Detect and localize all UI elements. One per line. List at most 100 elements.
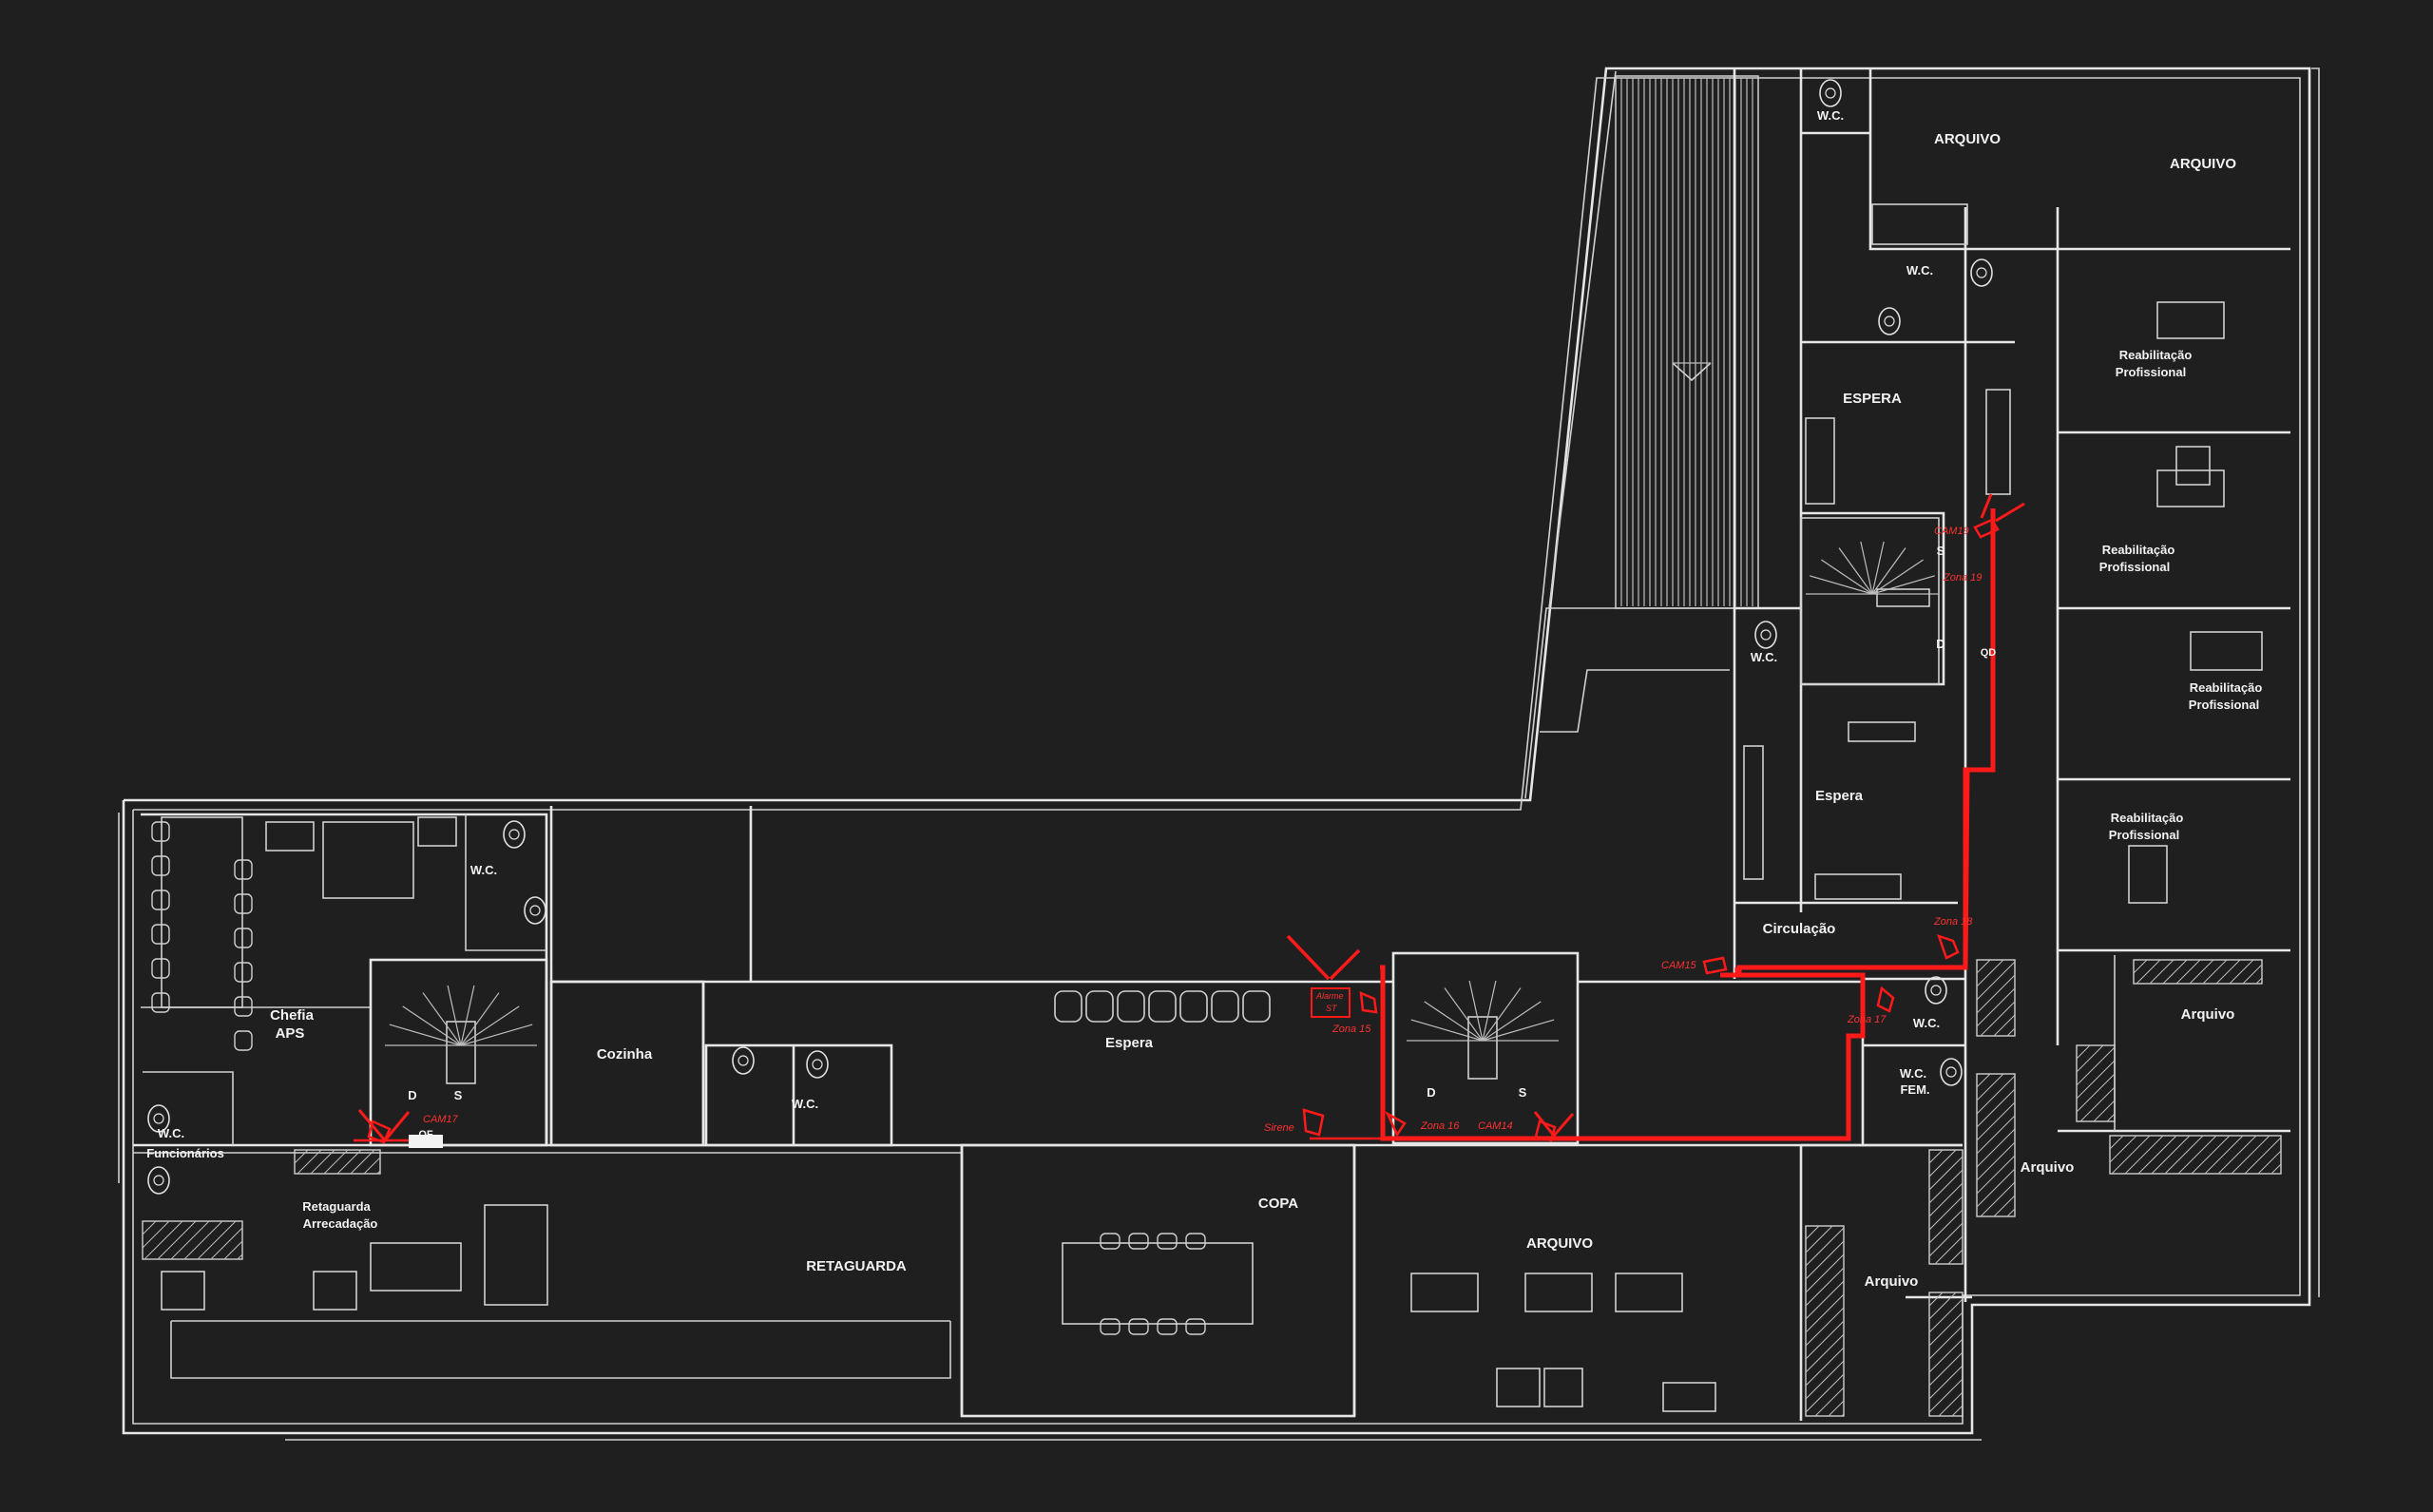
chair-icon	[1148, 990, 1177, 1023]
hatch-line	[2162, 959, 2188, 985]
hatch-line	[1928, 1209, 1964, 1244]
toilet-icon	[147, 1166, 170, 1195]
stair-step	[460, 992, 500, 1046]
hatch-line	[1934, 1235, 1964, 1265]
stair-step	[1410, 1019, 1484, 1042]
camera-icon	[1702, 956, 1728, 975]
cam15-label: CAM15	[1661, 960, 1697, 971]
hatch-line	[1928, 1325, 1964, 1360]
hatch-line	[310, 1149, 335, 1175]
hatch-line	[2109, 1135, 2124, 1150]
motion-sensor-icon	[1876, 986, 1895, 1013]
hatch-line	[1993, 1195, 2016, 1217]
hatch-line	[1928, 1311, 1964, 1347]
alarm-sub-label: ST	[1326, 1004, 1338, 1013]
qd-label: QD	[1981, 647, 1997, 659]
hatch-line	[350, 1149, 375, 1175]
room-wc-func-b: Funcionários	[146, 1146, 224, 1160]
hatch-line	[2217, 1135, 2257, 1175]
chair-icon	[1179, 990, 1208, 1023]
stair-step	[1424, 1001, 1484, 1042]
room-retaguarda: RETAGUARDA	[806, 1258, 907, 1274]
hatch-line	[1805, 1293, 1845, 1333]
chair-icon	[234, 859, 253, 880]
room-arquivo-5: Arquivo	[1865, 1273, 1919, 1290]
room-circulacao: Circulação	[1763, 921, 1836, 937]
room-cozinha: Cozinha	[597, 1046, 653, 1062]
hatch-line	[170, 1220, 210, 1260]
qf-label: QF	[418, 1129, 433, 1140]
room-wc-6: W.C.	[792, 1097, 818, 1111]
hatch-line	[2204, 1135, 2244, 1175]
hatch-line	[1976, 974, 2016, 1014]
room-arquivo-1: ARQUIVO	[1934, 131, 2001, 147]
hatch-line	[2231, 1135, 2270, 1175]
hatch-line	[2244, 1137, 2282, 1175]
stair-d-label: D	[408, 1088, 416, 1102]
toilet-icon	[524, 896, 546, 925]
hatch-line	[2076, 1046, 2116, 1086]
hatch-line	[2133, 959, 2148, 974]
stair-step	[402, 1005, 462, 1046]
furniture	[151, 203, 2263, 1412]
hatch-line	[1805, 1373, 1845, 1413]
hatch-line	[223, 1240, 243, 1260]
stair-left	[385, 985, 537, 1084]
stair-step	[1468, 980, 1484, 1042]
room-copa: COPA	[1258, 1196, 1298, 1212]
storage-panel	[1976, 959, 2016, 1037]
chair-icon	[1100, 1233, 1121, 1250]
hatch-line	[2136, 959, 2161, 985]
hatch-line	[2093, 1100, 2116, 1122]
cam17-label: CAM17	[423, 1114, 459, 1125]
hatch-line	[1976, 1155, 2016, 1195]
hatch-line	[1976, 961, 2016, 1001]
stair-step	[460, 985, 475, 1046]
hatch-line	[1947, 1249, 1964, 1265]
hatch-line	[1805, 1267, 1845, 1307]
alarm-label: Alarme	[1315, 991, 1344, 1001]
toilet-bowl	[1825, 87, 1836, 99]
stair-step	[422, 992, 462, 1046]
stair-step	[460, 1024, 533, 1046]
stair-step	[460, 1005, 520, 1046]
chair-icon	[151, 821, 170, 842]
toilet-icon	[1754, 621, 1777, 649]
storage-panel	[142, 1220, 243, 1260]
chair-icon	[1242, 990, 1271, 1023]
hatch-line	[142, 1220, 157, 1235]
cam19-label: CAM19	[1934, 526, 1969, 537]
storage-panel	[2076, 1044, 2116, 1122]
toilet-bowl	[1976, 267, 1987, 278]
stair-s-label: S	[1937, 544, 1945, 558]
room-reab-1b: Profissional	[2116, 365, 2186, 379]
room-chefia: Chefia	[270, 1007, 315, 1024]
storage-panel	[2109, 1135, 2282, 1175]
toilet-icon	[732, 1046, 755, 1075]
hatch-line	[1928, 1196, 1964, 1231]
hatch-line	[1814, 1387, 1845, 1417]
hatch-line	[1928, 1292, 1944, 1307]
hatch-line	[2109, 1135, 2137, 1163]
chair-icon	[151, 890, 170, 910]
hatch-line	[1961, 1262, 1964, 1265]
stair-step	[1871, 547, 1906, 595]
hatch-line	[2242, 964, 2263, 985]
stair-step	[1821, 559, 1873, 595]
hatch-line	[2076, 1044, 2091, 1060]
hatch-line	[2124, 1135, 2164, 1175]
toilet-icon	[503, 820, 526, 849]
hatch-line	[1928, 1222, 1964, 1257]
storage-panel	[2133, 959, 2263, 985]
room-arquivo-6: ARQUIVO	[1526, 1235, 1593, 1252]
toilet-bowl	[1930, 985, 1942, 996]
hatch-line	[2177, 1135, 2217, 1175]
chair-icon	[1185, 1318, 1206, 1335]
siren-icon	[1302, 1108, 1325, 1137]
toilet-bowl	[153, 1175, 164, 1186]
toilet-bowl	[812, 1059, 823, 1070]
hatch-line	[144, 1220, 183, 1260]
hatch-line	[1976, 987, 2016, 1027]
panel-icon	[409, 1135, 443, 1148]
